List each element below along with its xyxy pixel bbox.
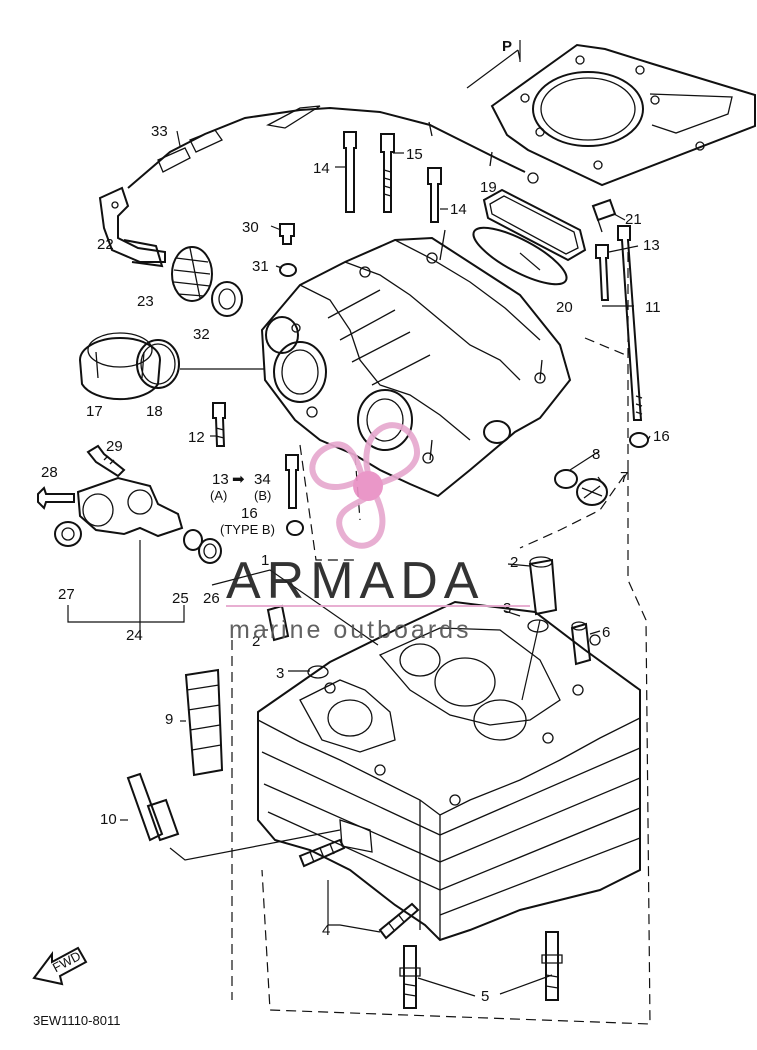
callout-22: 24 <box>126 627 143 644</box>
left-small-parts <box>78 246 243 401</box>
callout-8: 8 <box>592 446 600 463</box>
callout-14: 14 <box>313 160 330 177</box>
callout-13: 13 <box>643 237 660 254</box>
callout-25: 27 <box>58 586 75 603</box>
gasket-set-drawing <box>466 40 756 187</box>
fwd-arrow: FWD <box>32 946 88 986</box>
callout-32: 32 <box>193 326 210 343</box>
callout-7: 7 <box>620 469 628 486</box>
watermark-brand: ARMADA <box>226 552 484 610</box>
callout-31: 31 <box>252 258 269 275</box>
callout-17: 17 <box>86 403 103 420</box>
callout-2b: 2 <box>252 633 260 650</box>
diagram-code: 3EW1110-8011 <box>33 1013 120 1028</box>
callout-16-typeb: 16 <box>241 505 258 522</box>
callout-15: 15 <box>406 146 423 163</box>
cylinder-head-drawing <box>257 600 641 942</box>
callout-1: 1 <box>261 552 269 569</box>
callout-12: 12 <box>188 429 205 446</box>
callout-4: 4 <box>322 922 330 939</box>
callout-23: 25 <box>172 590 189 607</box>
callout-34: 34 <box>254 471 271 488</box>
callout-24: 26 <box>203 590 220 607</box>
bolts-drawing <box>212 131 649 536</box>
callout-16: 16 <box>653 428 670 445</box>
callout-30: 30 <box>242 219 259 236</box>
callout-9: 9 <box>165 711 173 728</box>
callout-33: 33 <box>151 123 168 140</box>
callout-5: 5 <box>481 988 489 1005</box>
outlet-assembly-drawing <box>37 444 222 640</box>
callout-2a: 2 <box>510 554 518 571</box>
gasket-19-20-drawing <box>472 188 587 286</box>
decompression-cable-drawing <box>98 105 539 268</box>
alt-ref-tag-a: (A) <box>210 488 227 503</box>
callout-28: 22 <box>97 236 114 253</box>
head-cover-drawing <box>260 229 572 498</box>
callout-10: 10 <box>100 811 117 828</box>
callout-3a: 3 <box>503 600 511 617</box>
watermark-tagline: marine outboards <box>229 616 472 644</box>
callout-3b: 3 <box>276 665 284 682</box>
propeller-logo <box>309 422 420 549</box>
callout-27: 29 <box>106 438 123 455</box>
callout-20: 20 <box>556 299 573 316</box>
callout-21: 21 <box>625 211 642 228</box>
callout-19: 19 <box>480 179 497 196</box>
group-label-p: P <box>502 38 512 55</box>
callout-labels: 33 22 23 32 17 18 30 31 14 15 14 19 20 2… <box>33 38 670 1028</box>
callout-13-alt: 13 <box>212 471 229 488</box>
alt-ref-tag-b: (B) <box>254 488 271 503</box>
studs-and-guides-drawing <box>126 556 592 1009</box>
callout-14b: 14 <box>450 201 467 218</box>
callout-26: 28 <box>41 464 58 481</box>
callout-18: 18 <box>146 403 163 420</box>
callout-11: 11 <box>645 299 661 316</box>
leader-lines <box>120 130 651 997</box>
fwd-label: FWD <box>50 948 83 975</box>
callout-6: 6 <box>602 624 610 641</box>
callout-29: 23 <box>137 293 154 310</box>
type-b-label: (TYPE B) <box>220 522 275 537</box>
alt-ref-arrow: ➡ <box>232 471 245 488</box>
watermark: ARMADA marine outboards <box>226 422 530 644</box>
plug-7-8-drawing <box>554 469 608 506</box>
